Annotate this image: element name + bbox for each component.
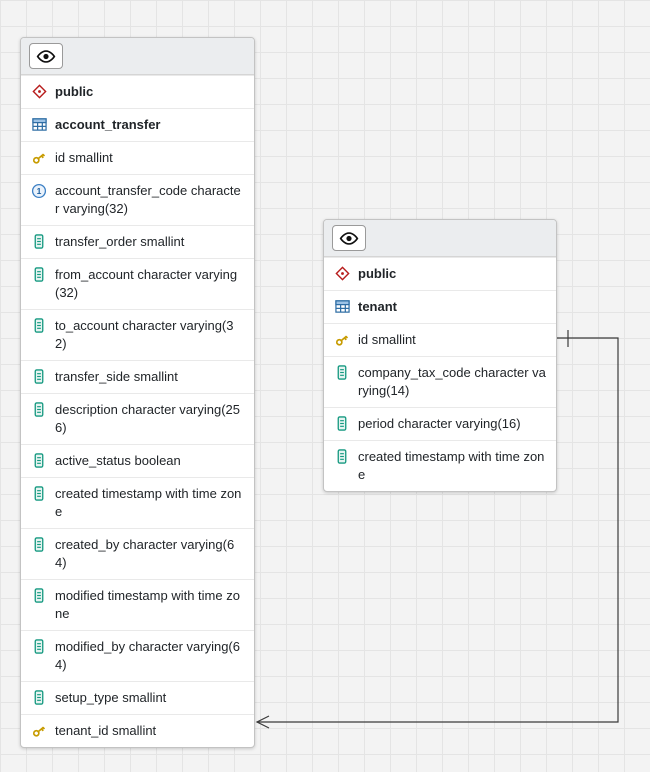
column-icon (31, 234, 47, 249)
column-icon (334, 449, 350, 464)
column-icon (31, 369, 47, 384)
schema-icon (334, 266, 350, 281)
column-row: id smallint (324, 323, 556, 356)
svg-text:1: 1 (37, 186, 42, 196)
column-row: created timestamp with time zone (21, 477, 254, 528)
table-icon (334, 299, 350, 314)
eye-icon (339, 231, 359, 246)
column-label: created_by character varying(64) (55, 537, 235, 570)
column-row: created timestamp with time zone (324, 440, 556, 491)
column-row: tenant_id smallint (21, 714, 254, 747)
column-label: transfer_order smallint (55, 234, 185, 249)
arrowhead-marker (255, 715, 270, 729)
column-row: from_account character varying(32) (21, 258, 254, 309)
column-label: transfer_side smallint (55, 369, 178, 384)
column-label: active_status boolean (55, 453, 181, 468)
column-icon (31, 402, 47, 417)
column-row: 1 account_transfer_code character varyin… (21, 174, 254, 225)
primary-key-icon (334, 332, 350, 348)
column-label: from_account character varying(32) (55, 267, 238, 300)
table-node-tenant[interactable]: public tenant id smallint company_tax_co… (323, 219, 557, 492)
table-icon (31, 117, 47, 132)
column-label: description character varying(256) (55, 402, 240, 435)
column-label: setup_type smallint (55, 690, 167, 705)
column-icon (31, 318, 47, 333)
column-icon (31, 537, 47, 552)
unique-icon: 1 (31, 183, 47, 199)
column-icon (31, 486, 47, 501)
column-row: id smallint (21, 141, 254, 174)
table-name-row: tenant (324, 290, 556, 323)
schema-row: public (324, 257, 556, 290)
show-details-button[interactable] (332, 225, 366, 251)
column-row: to_account character varying(32) (21, 309, 254, 360)
schema-name: public (55, 84, 94, 99)
column-icon (31, 690, 47, 705)
column-row: period character varying(16) (324, 407, 556, 440)
column-icon (31, 267, 47, 282)
table-name: tenant (358, 299, 397, 314)
column-label: company_tax_code character varying(14) (358, 365, 546, 398)
column-label: tenant_id smallint (55, 723, 157, 738)
column-label: period character varying(16) (358, 416, 521, 431)
column-row: setup_type smallint (21, 681, 254, 714)
column-icon (31, 639, 47, 654)
table-name: account_transfer (55, 117, 161, 132)
primary-key-icon (31, 723, 47, 739)
schema-icon (31, 84, 47, 99)
column-icon (334, 365, 350, 380)
column-row: created_by character varying(64) (21, 528, 254, 579)
table-header[interactable] (324, 220, 556, 257)
table-node-account-transfer[interactable]: public account_transfer id smallint 1 ac… (20, 37, 255, 748)
column-label: created timestamp with time zone (358, 449, 545, 482)
column-row: transfer_side smallint (21, 360, 254, 393)
column-row: description character varying(256) (21, 393, 254, 444)
eye-icon (36, 49, 56, 64)
column-icon (334, 416, 350, 431)
column-row: company_tax_code character varying(14) (324, 356, 556, 407)
column-label: to_account character varying(32) (55, 318, 234, 351)
column-label: modified timestamp with time zone (55, 588, 240, 621)
column-row: modified_by character varying(64) (21, 630, 254, 681)
primary-key-icon (31, 150, 47, 166)
column-label: id smallint (358, 332, 416, 347)
column-label: created timestamp with time zone (55, 486, 242, 519)
column-icon (31, 588, 47, 603)
column-row: transfer_order smallint (21, 225, 254, 258)
column-label: modified_by character varying(64) (55, 639, 240, 672)
column-row: modified timestamp with time zone (21, 579, 254, 630)
table-name-row: account_transfer (21, 108, 254, 141)
column-label: id smallint (55, 150, 113, 165)
show-details-button[interactable] (29, 43, 63, 69)
column-icon (31, 453, 47, 468)
column-label: account_transfer_code character varying(… (55, 183, 241, 216)
table-header[interactable] (21, 38, 254, 75)
column-row: active_status boolean (21, 444, 254, 477)
schema-row: public (21, 75, 254, 108)
schema-name: public (358, 266, 397, 281)
